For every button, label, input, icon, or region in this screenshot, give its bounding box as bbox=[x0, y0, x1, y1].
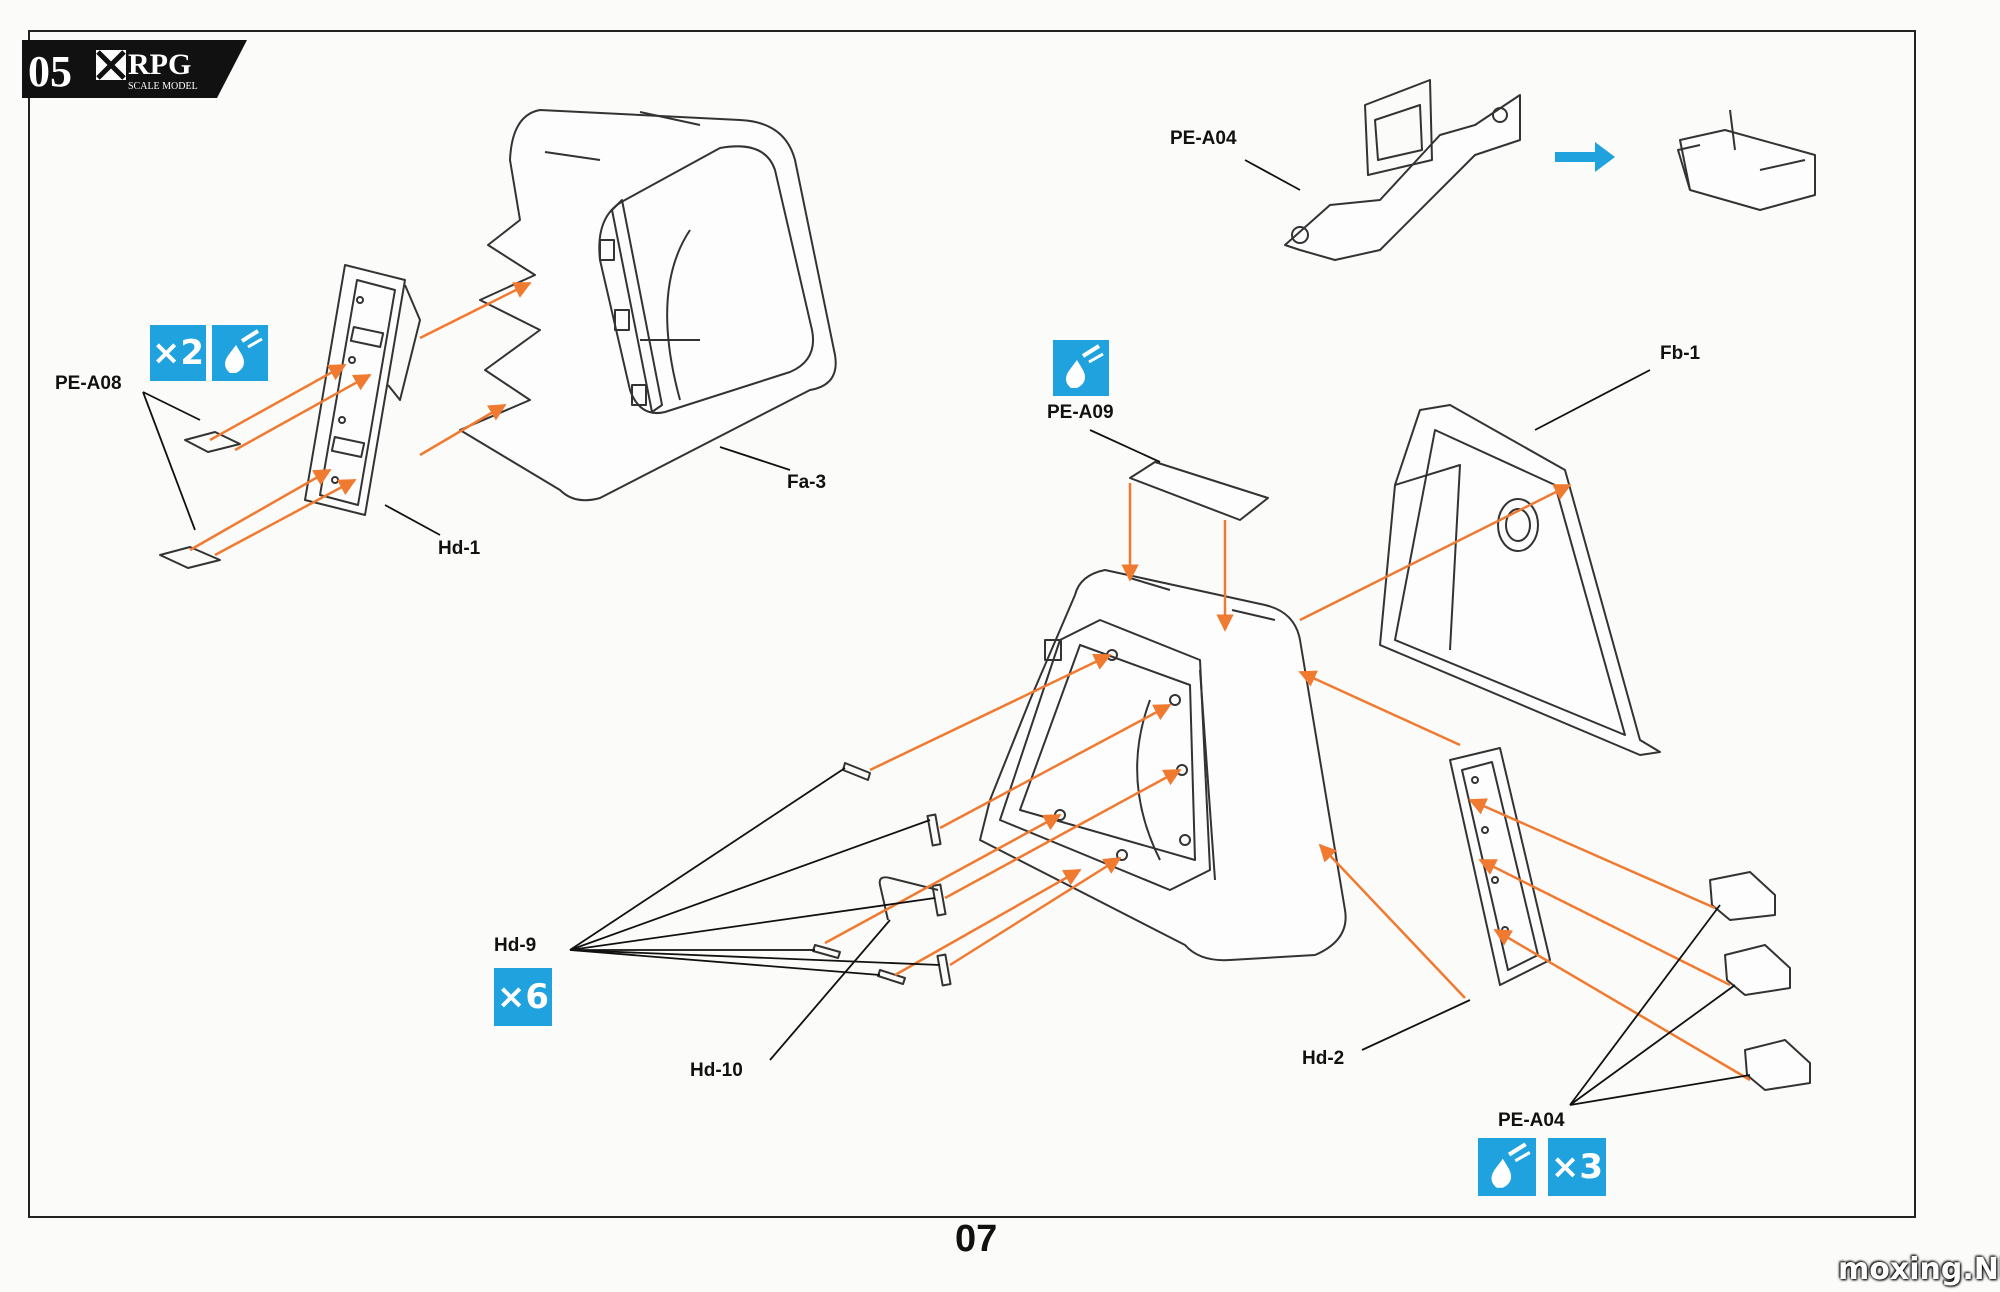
label-fa-3: Fa-3 bbox=[787, 472, 827, 493]
step-number: 05 bbox=[28, 47, 72, 96]
part-hd-9-pins bbox=[812, 762, 952, 987]
part-pe-a04-brackets bbox=[1709, 871, 1811, 1091]
page-frame bbox=[28, 30, 1916, 1218]
glue-drop-icon bbox=[1478, 1138, 1536, 1196]
label-pe-a04-top: PE-A04 bbox=[1170, 128, 1237, 149]
part-pe-a04-fret bbox=[1284, 79, 1521, 261]
step-header-tab: 05 RPG SCALE MODEL bbox=[22, 40, 247, 98]
watermark: moxing.NET bbox=[1838, 1252, 2000, 1287]
label-hd-2: Hd-2 bbox=[1302, 1048, 1345, 1069]
part-fa-3 bbox=[459, 109, 837, 502]
quantity-badge-pe-a04: ×3 bbox=[1548, 1138, 1606, 1196]
quantity-badge-pe-a08: ×2 bbox=[150, 325, 206, 381]
fold-arrow-icon bbox=[1555, 142, 1615, 172]
label-hd-9: Hd-9 bbox=[494, 935, 537, 956]
leader-lines bbox=[142, 159, 1751, 1106]
part-hd-10-handle bbox=[878, 876, 939, 921]
part-hd-1 bbox=[304, 264, 421, 516]
assembly-arrows bbox=[189, 281, 1751, 1082]
part-pe-a04-folded bbox=[1677, 109, 1816, 211]
label-hd-10: Hd-10 bbox=[690, 1060, 743, 1081]
part-pe-a09 bbox=[1129, 461, 1269, 521]
part-main-body bbox=[979, 569, 1347, 962]
glue-drop-icon bbox=[1053, 340, 1109, 396]
glue-drop-icon bbox=[212, 325, 268, 381]
label-pe-a08: PE-A08 bbox=[55, 373, 122, 394]
part-fb-1 bbox=[1379, 404, 1661, 756]
brand-subtitle: SCALE MODEL bbox=[128, 81, 198, 92]
brand-name: RPG bbox=[128, 48, 191, 81]
label-pe-a04-bottom: PE-A04 bbox=[1498, 1110, 1565, 1131]
quantity-badge-hd-9: ×6 bbox=[494, 968, 552, 1026]
part-pe-a08 bbox=[159, 431, 241, 569]
page-number: 07 bbox=[955, 1218, 998, 1260]
label-pe-a09: PE-A09 bbox=[1047, 402, 1114, 423]
part-hd-2 bbox=[1449, 747, 1551, 986]
label-hd-1: Hd-1 bbox=[438, 538, 481, 559]
label-fb-1: Fb-1 bbox=[1660, 343, 1701, 364]
brand-logo-icon bbox=[96, 50, 126, 80]
